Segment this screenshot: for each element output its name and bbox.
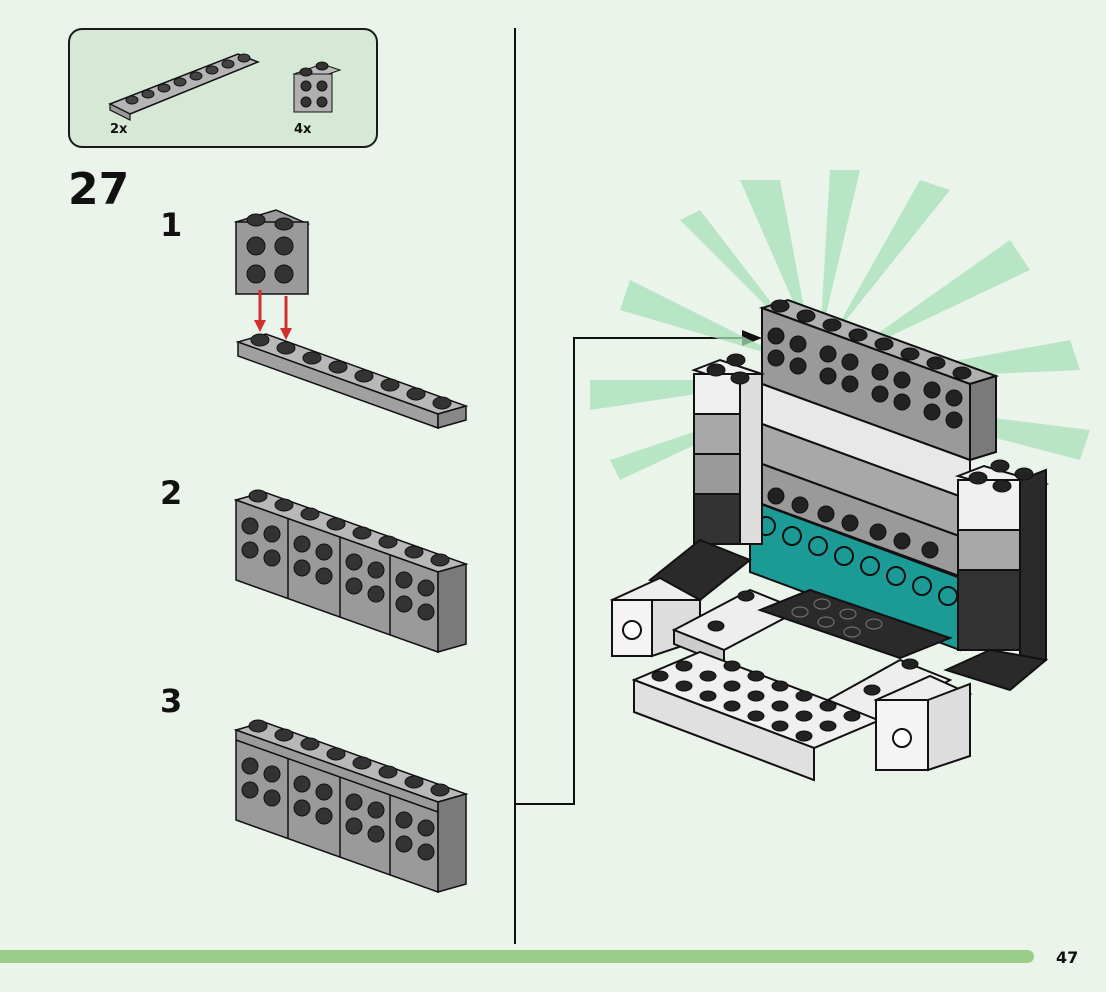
part-brick-side-studs-image (292, 61, 342, 113)
placement-arrows (254, 290, 292, 340)
model-assembly-illustration (590, 170, 1090, 782)
step-number: 27 (68, 164, 130, 215)
substep-2-illustration (233, 489, 469, 654)
parts-list-box: 2x 4x (68, 28, 378, 148)
page-number: 47 (1056, 948, 1079, 967)
1x8-plate (235, 333, 469, 430)
substep-number-1: 1 (160, 206, 183, 244)
substep-number-3: 3 (160, 682, 183, 720)
side-stud-brick (233, 209, 311, 295)
substep-3-illustration (233, 719, 469, 894)
part-quantity-2: 4x (294, 122, 312, 137)
part-quantity-1: 2x (110, 122, 128, 137)
substep-1-illustration (233, 209, 469, 430)
footer-progress-bar (0, 950, 1034, 963)
part-1x8-plate-image (108, 53, 261, 121)
column-divider (514, 28, 516, 944)
substep-number-2: 2 (160, 474, 183, 512)
